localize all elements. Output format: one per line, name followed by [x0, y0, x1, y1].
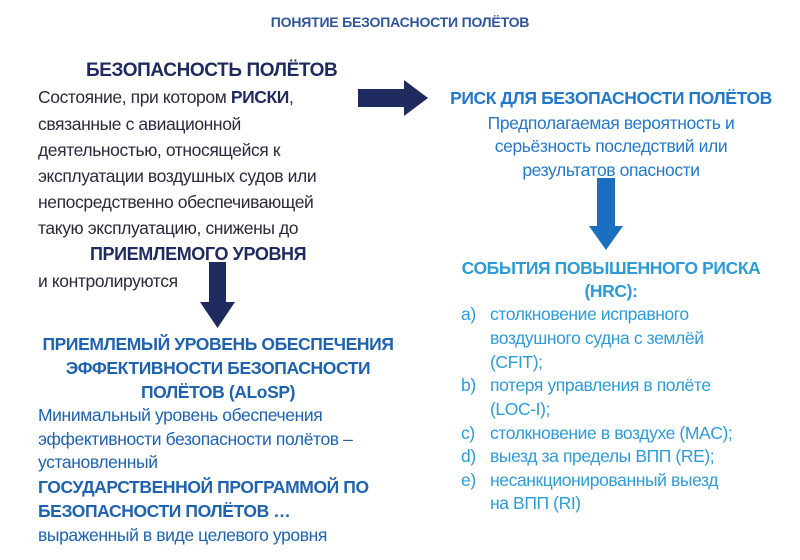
list-item-line: потеря управления в полёте — [490, 375, 711, 395]
risks-bold: РИСКИ — [230, 87, 290, 107]
safety-line: непосредственно обеспечивающей — [38, 192, 314, 212]
list-marker: e) — [461, 470, 476, 490]
list-item-line: воздушного судна с землёй — [490, 328, 704, 348]
list-item-line: столкновение в воздухе (MAC); — [490, 423, 733, 443]
alosp-line: установленный — [38, 452, 158, 472]
alosp-heading: ЭФФЕКТИВНОСТИ БЕЗОПАСНОСТИ — [65, 358, 371, 378]
safety-heading: БЕЗОПАСНОСТЬ ПОЛЁТОВ — [86, 60, 338, 81]
alosp-heading: ПРИЕМЛЕМЫЙ УРОВЕНЬ ОБЕСПЕЧЕНИЯ — [42, 334, 394, 354]
list-item-line: несанкционированный выезд — [490, 470, 719, 490]
safety-line: эксплуатации воздушных судов или — [38, 166, 317, 186]
safety-line: и контролируются — [38, 271, 178, 291]
list-item-line: выезд за пределы ВПП (RE); — [490, 446, 715, 466]
alosp-line: Минимальный уровень обеспечения — [38, 405, 323, 425]
alosp-bold-line: БЕЗОПАСНОСТИ ПОЛЁТОВ … — [38, 501, 291, 521]
safety-line: деятельностью, относящейся к — [38, 140, 281, 160]
safety-line: связанные с авиационной — [38, 114, 241, 134]
list-item-line: столкновение исправного — [490, 304, 689, 324]
risk-heading: РИСК ДЛЯ БЕЗОПАСНОСТИ ПОЛЁТОВ — [450, 88, 772, 108]
list-item-line: (CFIT); — [490, 352, 543, 372]
alosp-line: эффективности безопасности полётов – — [38, 429, 353, 449]
arrow-down-icon — [589, 178, 623, 250]
list-marker: a) — [461, 304, 476, 324]
risk-line: результатов опасности — [522, 160, 700, 180]
list-marker: b) — [461, 375, 476, 395]
alosp-line: выраженный в виде целевого уровня — [38, 525, 327, 545]
risk-line: Предполагаемая вероятность и — [487, 113, 735, 133]
list-marker: c) — [461, 423, 475, 443]
arrow-down-icon — [200, 262, 235, 328]
risk-line: серьёзность последствий или — [494, 136, 728, 156]
list-item-line: на ВПП (RI) — [490, 493, 581, 513]
slide-title: ПОНЯТИЕ БЕЗОПАСНОСТИ ПОЛЁТОВ — [270, 14, 530, 30]
list-marker: d) — [461, 446, 476, 466]
hrc-heading: СОБЫТИЯ ПОВЫШЕННОГО РИСКА — [461, 258, 761, 278]
acceptable-level-bold: ПРИЕМЛЕМОГО УРОВНЯ — [90, 244, 307, 264]
alosp-heading: ПОЛЁТОВ (ALoSP) — [140, 382, 296, 402]
safety-line: Состояние, при котором РИСКИ, — [38, 86, 294, 108]
list-item-line: (LOC-I); — [490, 399, 550, 419]
hrc-heading: (HRC): — [584, 281, 638, 301]
safety-line: такую эксплуатацию, снижены до — [38, 218, 299, 238]
text: , — [288, 87, 294, 107]
arrow-right-icon — [358, 80, 428, 116]
alosp-bold-line: ГОСУДАРСТВЕННОЙ ПРОГРАММОЙ ПО — [38, 477, 369, 497]
text: Состояние, при котором — [38, 87, 231, 107]
